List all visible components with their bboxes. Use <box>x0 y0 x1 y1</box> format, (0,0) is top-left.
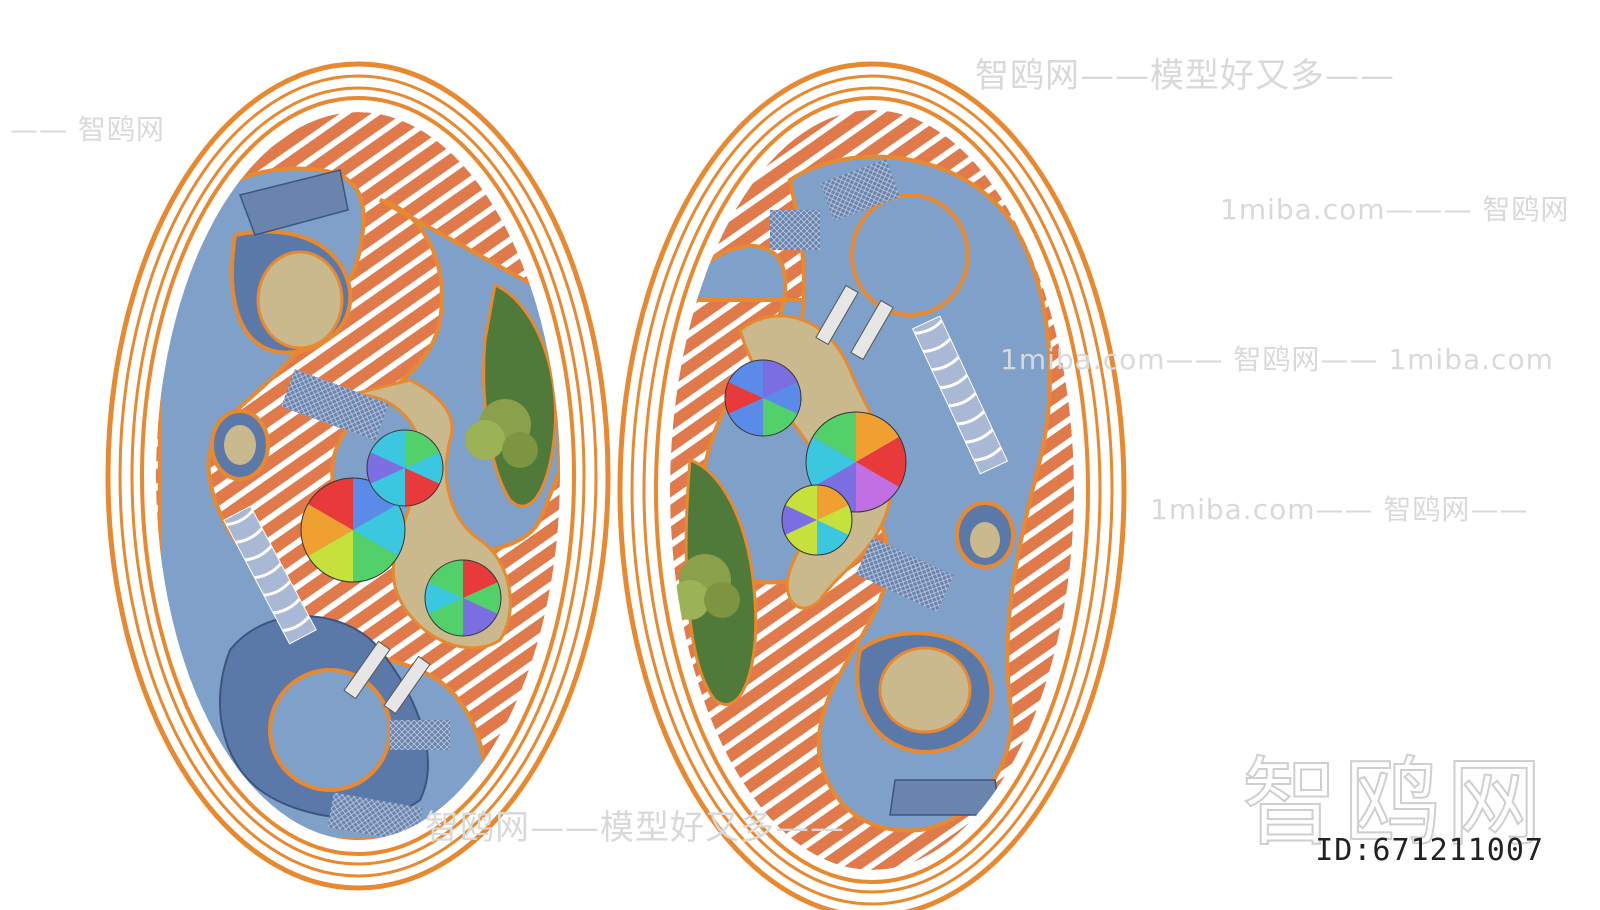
spiral-tube-icon <box>223 505 317 645</box>
left-playground <box>105 61 611 891</box>
net-bridge-icon <box>327 792 423 840</box>
spiral-tube-icon <box>911 315 1009 475</box>
rainbow-umbrella-icon <box>781 484 853 556</box>
rainbow-umbrella-icon <box>724 359 802 437</box>
tree-icon <box>465 399 538 468</box>
slide-icon <box>343 640 431 715</box>
rainbow-umbrella-icon <box>300 477 406 583</box>
net-bridge-icon <box>281 369 389 441</box>
net-bridge-icon <box>820 159 900 221</box>
rainbow-umbrella-icon <box>424 559 502 637</box>
right-playground <box>617 61 1127 910</box>
rainbow-umbrella-icon <box>366 429 444 507</box>
model-id-label: ID:671211007 <box>1315 833 1544 868</box>
slide-icon <box>815 284 894 361</box>
tree-icon <box>670 554 740 620</box>
rainbow-umbrella-icon <box>805 411 907 513</box>
net-bridge-icon <box>855 537 955 613</box>
watermark-logo-large: 智鸥网 <box>1241 746 1548 860</box>
